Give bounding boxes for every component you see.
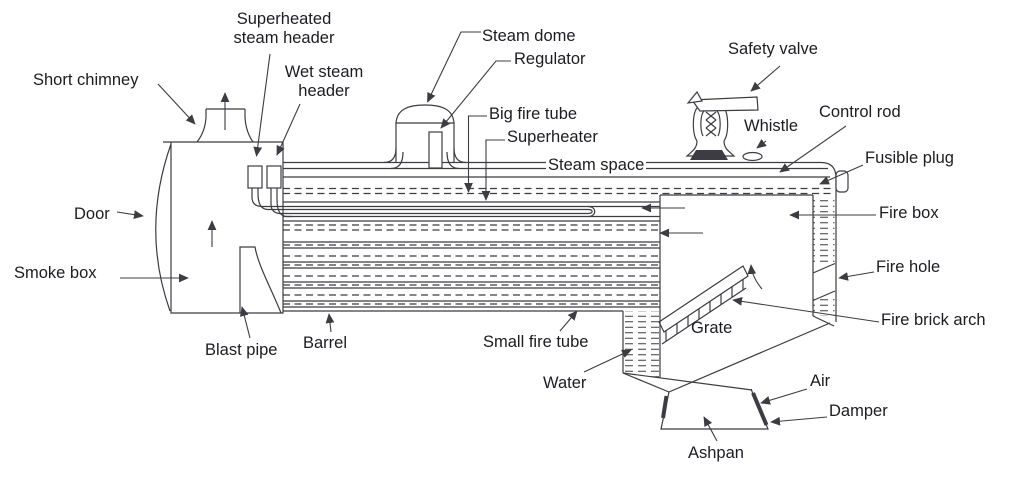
label-fire-hole: Fire hole [876,258,941,276]
label-short-chimney: Short chimney [33,71,139,89]
whistle-valve [742,151,763,162]
label-steam-space: Steam space [546,156,647,175]
label-grate: Grate [691,319,733,337]
label-control-rod: Control rod [819,103,901,121]
wet-steam-header-box [266,165,282,189]
steam-dome [383,104,467,170]
superheated-steam-header-box [247,165,263,189]
label-whistle: Whistle [744,117,799,135]
valve-spring [705,111,717,137]
label-smoke-box: Smoke box [14,264,97,282]
blast-pipe [239,246,282,314]
safety-valve [685,90,759,160]
ashpan [660,388,769,430]
big-fire-tube [251,188,660,222]
label-fire-brick-arch: Fire brick arch [881,311,986,329]
valve-lever [690,96,759,112]
label-regulator: Regulator [514,50,586,68]
label-air: Air [810,372,831,390]
leader-lines [116,31,880,442]
small-fire-tubes [283,224,660,312]
label-door: Door [74,205,110,223]
door-arc [155,143,172,312]
label-fusible-plug: Fusible plug [865,149,954,167]
label-steam-dome: Steam dome [482,27,576,45]
smoke-box [155,108,284,314]
label-blast-pipe: Blast pipe [205,341,278,359]
water-spaces [623,196,835,378]
label-ashpan: Ashpan [688,444,744,462]
label-wet-steam-header: Wet steam header [284,63,364,100]
label-barrel: Barrel [303,334,348,352]
label-small-fire-tube: Small fire tube [483,333,589,351]
superheater-pipe [251,188,283,208]
label-superheated-steam-header: Superheated steam header [233,10,335,47]
regulator-valve [428,131,443,169]
label-damper: Damper [829,402,888,420]
label-fire-box: Fire box [879,204,939,222]
grate-and-arch [658,265,749,345]
label-superheater: Superheater [507,128,598,146]
steam-headers [247,165,282,189]
label-water: Water [543,374,587,392]
fire-brick-arch-bar [658,265,749,333]
label-safety-valve: Safety valve [728,40,818,58]
flow-arrows [207,92,763,290]
label-big-fire-tube: Big fire tube [489,105,578,123]
firebox [622,194,836,393]
grate-rail [661,287,747,345]
fusible-plug-fitting [835,170,849,193]
damper-right [751,392,769,426]
fire-hole [812,262,836,274]
damper-left [661,395,669,419]
